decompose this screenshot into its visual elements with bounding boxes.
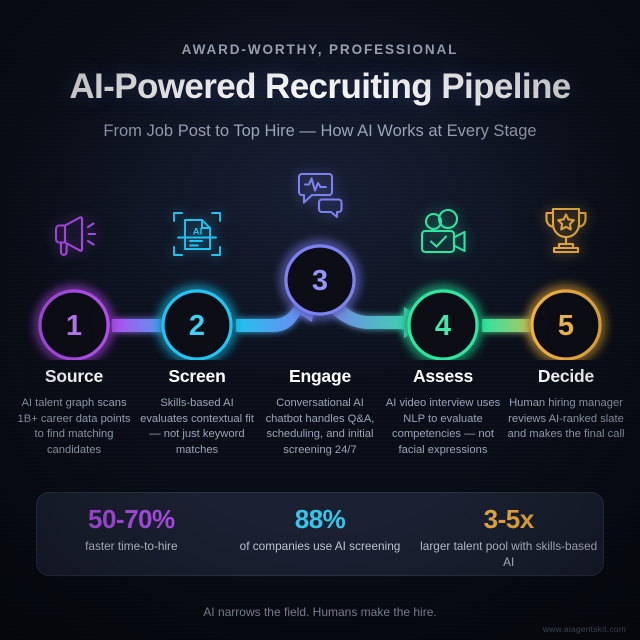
node-circle-3 xyxy=(284,244,356,316)
stage-column-source: Source AI talent graph scans 1B+ career … xyxy=(12,366,136,458)
stage-labels: Source AI talent graph scans 1B+ career … xyxy=(0,366,640,481)
footer-note: AI narrows the field. Humans make the hi… xyxy=(203,605,437,619)
kicker-text: AWARD-WORTHY, PROFESSIONAL xyxy=(181,42,459,57)
ai-document-scan-icon: AI xyxy=(169,206,225,262)
megaphone-icon xyxy=(46,208,102,264)
stage-name-screen: Screen xyxy=(168,366,226,386)
stage-column-assess: Assess AI video interview uses NLP to ev… xyxy=(381,366,505,458)
pipeline-diagram: 1 2 3 4 5 AI xyxy=(0,172,640,360)
node-circle-1 xyxy=(38,289,110,360)
watermark: www.aiagentskit.com xyxy=(542,624,626,634)
stage-desc-assess: AI video interview uses NLP to evaluate … xyxy=(385,397,501,456)
stage-desc-screen: Skills-based AI evaluates contextual fit… xyxy=(140,397,254,456)
stage-name-decide: Decide xyxy=(537,366,595,386)
stage-column-decide: Decide Human hiring manager reviews AI-r… xyxy=(504,366,628,443)
stat-item-talent-pool: 3-5x larger talent pool with skills-base… xyxy=(414,493,603,575)
video-camera-check-icon xyxy=(415,206,471,262)
stat-label-time-to-hire: faster time-to-hire xyxy=(85,539,178,553)
stat-label-companies-use-ai: of companies use AI screening xyxy=(239,539,401,553)
node-circle-4 xyxy=(407,289,479,360)
trophy-star-icon xyxy=(538,202,594,258)
page-subtitle: From Job Post to Top Hire — How AI Works… xyxy=(103,122,537,140)
stage-column-screen: Screen Skills-based AI evaluates context… xyxy=(135,366,259,458)
stage-name-engage: Engage xyxy=(288,366,351,386)
node-circle-2 xyxy=(161,289,233,360)
svg-text:AI: AI xyxy=(193,227,203,238)
chat-pulse-icon xyxy=(292,165,348,221)
node-circle-5 xyxy=(530,289,602,360)
stat-item-companies-use-ai: 88% of companies use AI screening xyxy=(226,493,415,575)
page-title: AI-Powered Recruiting Pipeline xyxy=(69,67,571,106)
stage-name-source: Source xyxy=(44,366,104,386)
stage-desc-source: AI talent graph scans 1B+ career data po… xyxy=(17,397,131,456)
stats-panel: 50-70% faster time-to-hire 88% of compan… xyxy=(36,492,604,576)
stage-desc-decide: Human hiring manager reviews AI-ranked s… xyxy=(507,397,625,440)
stage-desc-engage: Conversational AI chatbot handles Q&A, s… xyxy=(265,397,375,456)
stat-label-talent-pool: larger talent pool with skills-based AI xyxy=(420,539,598,569)
stat-value-companies-use-ai: 88% xyxy=(294,504,346,534)
stat-item-time-to-hire: 50-70% faster time-to-hire xyxy=(37,493,226,575)
stage-column-engage: Engage Conversational AI chatbot handles… xyxy=(258,366,382,458)
stage-name-assess: Assess xyxy=(412,366,474,386)
stat-value-time-to-hire: 50-70% xyxy=(88,504,175,534)
stat-value-talent-pool: 3-5x xyxy=(483,504,535,534)
